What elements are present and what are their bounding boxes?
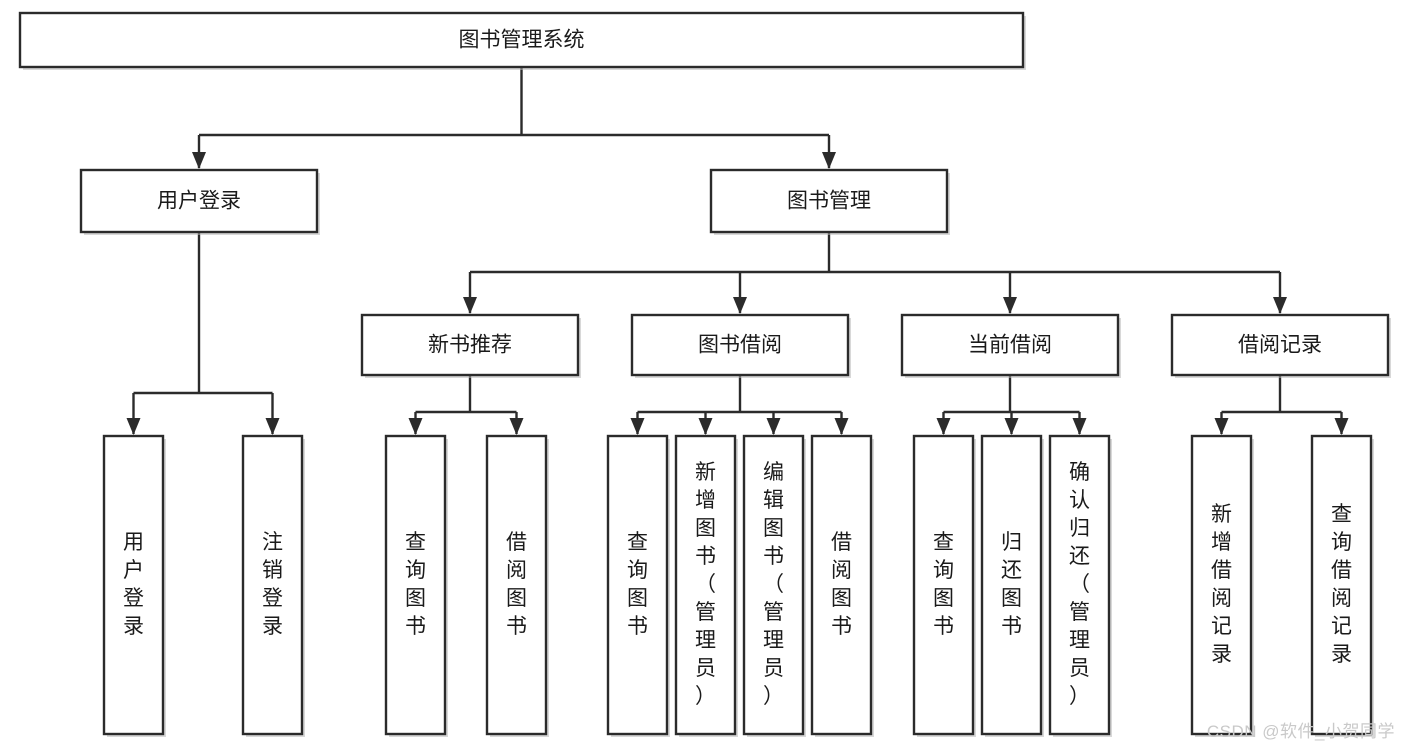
node-box[interactable] <box>912 434 975 736</box>
node-box[interactable] <box>1170 313 1390 377</box>
node-box[interactable] <box>674 434 737 736</box>
arrow-head-icon <box>822 152 836 169</box>
node-label: 借阅图书 <box>506 531 527 638</box>
node-box[interactable] <box>1048 434 1111 736</box>
node-user-login[interactable]: 用户登录 <box>79 168 320 235</box>
arrow-head-icon <box>1004 418 1019 435</box>
node-box[interactable] <box>709 168 949 234</box>
arrow-head-icon <box>509 418 524 435</box>
node-label: 借阅图书 <box>831 531 852 638</box>
node-box[interactable] <box>485 434 548 736</box>
arrow-head-icon <box>834 418 849 435</box>
node-label: 注销登录 <box>262 531 283 638</box>
node-label: 借阅记录 <box>1238 334 1322 357</box>
node-box[interactable] <box>900 313 1120 377</box>
node-label: 查询图书 <box>627 531 648 638</box>
arrow-head-icon <box>733 297 747 314</box>
node-leaf-borrow-book-recommend[interactable]: 借阅图书 <box>485 434 549 737</box>
node-label: 用户登录 <box>123 531 144 638</box>
arrow-head-icon <box>1072 418 1087 435</box>
node-leaf-user-login[interactable]: 用户登录 <box>102 434 166 737</box>
node-current-borrow[interactable]: 当前借阅 <box>900 313 1121 378</box>
node-label: 新增借阅记录 <box>1211 503 1232 666</box>
node-box[interactable] <box>1310 434 1373 736</box>
arrow-head-icon <box>630 418 645 435</box>
node-label: 归还图书 <box>1001 531 1022 638</box>
arrow-head-icon <box>265 418 280 435</box>
arrow-head-icon <box>463 297 477 314</box>
node-label: 确认归还（管理员） <box>1069 461 1090 708</box>
node-new-book-recommend[interactable]: 新书推荐 <box>360 313 581 378</box>
node-label: 查询图书 <box>405 531 426 638</box>
node-leaf-return-book[interactable]: 归还图书 <box>980 434 1044 737</box>
node-label: 查询借阅记录 <box>1331 503 1352 666</box>
node-label: 新增图书（管理员） <box>695 461 716 708</box>
node-box[interactable] <box>102 434 165 736</box>
node-leaf-query-book-recommend[interactable]: 查询图书 <box>384 434 448 737</box>
node-label: 编辑图书（管理员） <box>763 461 784 708</box>
node-box[interactable] <box>384 434 447 736</box>
node-book-borrow[interactable]: 图书借阅 <box>630 313 851 378</box>
arrow-head-icon <box>408 418 423 435</box>
arrow-head-icon <box>936 418 951 435</box>
arrow-head-icon <box>766 418 781 435</box>
arrow-head-icon <box>1214 418 1229 435</box>
node-box[interactable] <box>980 434 1043 736</box>
node-borrow-record[interactable]: 借阅记录 <box>1170 313 1391 378</box>
arrow-head-icon <box>126 418 141 435</box>
node-label: 用户登录 <box>157 190 241 213</box>
arrow-head-icon <box>1273 297 1287 314</box>
node-box[interactable] <box>18 11 1025 69</box>
node-leaf-borrow-book[interactable]: 借阅图书 <box>810 434 874 737</box>
node-leaf-query-borrow-record[interactable]: 查询借阅记录 <box>1310 434 1374 737</box>
nodes-layer: 图书管理系统用户登录图书管理新书推荐图书借阅当前借阅借阅记录用户登录注销登录查询… <box>18 11 1391 737</box>
node-box[interactable] <box>79 168 319 234</box>
node-box[interactable] <box>360 313 580 377</box>
node-box[interactable] <box>810 434 873 736</box>
arrow-head-icon <box>698 418 713 435</box>
node-box[interactable] <box>630 313 850 377</box>
node-label: 新书推荐 <box>428 334 512 357</box>
node-leaf-logout-login[interactable]: 注销登录 <box>241 434 305 737</box>
arrow-head-icon <box>1334 418 1349 435</box>
node-box[interactable] <box>1190 434 1253 736</box>
node-leaf-query-book-current[interactable]: 查询图书 <box>912 434 976 737</box>
node-leaf-add-book-admin[interactable]: 新增图书（管理员） <box>674 434 738 737</box>
node-leaf-confirm-return-admin[interactable]: 确认归还（管理员） <box>1048 434 1112 737</box>
node-label: 图书管理系统 <box>459 29 585 52</box>
node-leaf-edit-book-admin[interactable]: 编辑图书（管理员） <box>742 434 806 737</box>
node-leaf-add-borrow-record[interactable]: 新增借阅记录 <box>1190 434 1254 737</box>
node-label: 查询图书 <box>933 531 954 638</box>
node-label: 图书管理 <box>787 190 871 213</box>
node-box[interactable] <box>606 434 669 736</box>
csdn-watermark: CSDN @软件_小贺同学 <box>1206 722 1395 741</box>
arrow-head-icon <box>1003 297 1017 314</box>
node-book-management[interactable]: 图书管理 <box>709 168 950 235</box>
node-root[interactable]: 图书管理系统 <box>18 11 1026 70</box>
connectors-layer <box>126 67 1349 435</box>
arrow-head-icon <box>192 152 206 169</box>
node-label: 当前借阅 <box>968 334 1052 357</box>
node-label: 图书借阅 <box>698 334 782 357</box>
node-box[interactable] <box>241 434 304 736</box>
node-leaf-query-book-borrow[interactable]: 查询图书 <box>606 434 670 737</box>
node-box[interactable] <box>742 434 805 736</box>
